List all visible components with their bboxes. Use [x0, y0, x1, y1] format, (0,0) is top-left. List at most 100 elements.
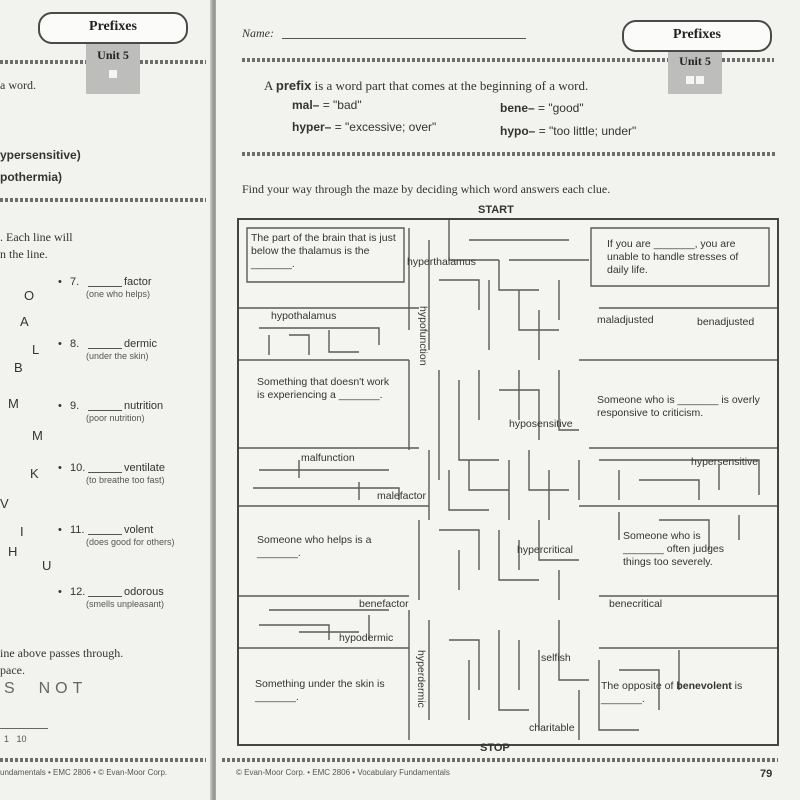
letter: A [20, 314, 29, 329]
right-unit-tab: Unit 5 [668, 52, 722, 94]
prefix-term: hyper– [292, 120, 332, 134]
maze-word-benadjusted[interactable]: benadjusted [697, 316, 755, 328]
bullet-icon: • [58, 462, 62, 474]
letter: B [14, 360, 23, 375]
name-input[interactable] [282, 38, 526, 39]
clue-8-post: is _______. [601, 680, 743, 705]
item-hint: (under the skin) [86, 351, 149, 361]
item-number: 12. [70, 586, 86, 598]
prefix-term: mal– [292, 98, 320, 112]
definition-pre: A [264, 78, 273, 93]
name-label: Name: [242, 26, 274, 40]
left-bottom-line: pace. [0, 663, 25, 677]
right-unit-label: Unit 5 [679, 54, 711, 68]
bullet-icon: • [58, 338, 62, 350]
item-number: 7. [70, 276, 80, 288]
letter: M [8, 396, 19, 411]
item-number: 11. [70, 524, 85, 536]
maze-word-hyposensitive[interactable]: hyposensitive [509, 418, 573, 430]
item-hint: (does good for others) [86, 537, 175, 547]
left-footer: undamentals • EMC 2806 • © Evan-Moor Cor… [0, 768, 168, 777]
prefix-entry: hypo– = "too little; under" [500, 124, 636, 138]
clue-2: If you are _______, you are unable to ha… [607, 238, 739, 276]
left-title: Prefixes [89, 19, 137, 34]
maze-word-hypersensitive[interactable]: hypersensitive [691, 456, 759, 468]
clue-6: Someone who is _______ often judges thin… [623, 530, 725, 568]
clue-5: Someone who helps is a _______. [257, 534, 372, 559]
answer-blank[interactable] [88, 286, 122, 287]
right-title-pill: Prefixes [622, 20, 772, 52]
left-instruction-line: n the line. [0, 247, 48, 261]
answer-blank[interactable] [88, 534, 122, 535]
item-stem: factor [124, 276, 152, 288]
letter: H [8, 544, 18, 559]
maze-word-maladjusted[interactable]: maladjusted [597, 314, 654, 326]
maze-word-selfish[interactable]: selfish [541, 652, 571, 664]
maze-word-hyperdermic[interactable]: hyperdermic [415, 650, 427, 708]
answer-blank[interactable] [88, 596, 122, 597]
handwritten-answer: S NOT [4, 680, 88, 697]
letter: K [30, 466, 39, 481]
maze-word-hypercritical[interactable]: hypercritical [517, 544, 574, 556]
right-footer: © Evan-Moor Corp. • EMC 2806 • Vocabular… [236, 768, 450, 777]
left-divider [140, 60, 206, 64]
maze-word-malfunction[interactable]: malfunction [301, 452, 355, 464]
item-number: 8. [70, 338, 80, 350]
item-hint: (to breathe too fast) [86, 475, 165, 485]
definition-term: prefix [275, 78, 312, 93]
item-stem: nutrition [124, 400, 164, 412]
prefix-entry: bene– = "good" [500, 101, 584, 115]
answer-blank[interactable] [0, 728, 48, 729]
left-divider [0, 758, 206, 762]
blank-numbers: 1 10 [4, 734, 27, 744]
left-intro-fragment: a word. [0, 78, 36, 92]
left-answer-fragment: ypersensitive) [0, 148, 81, 162]
left-unit-label: Unit 5 [97, 48, 129, 62]
left-answer-fragment: pothermia) [0, 170, 63, 184]
maze-word-benecritical[interactable]: benecritical [609, 598, 663, 610]
maze-word-hypodermic[interactable]: hypodermic [339, 632, 394, 644]
prefix-term: hypo– [500, 124, 536, 138]
clue-8-pre: The opposite of [601, 680, 674, 692]
left-instruction-line: . Each line will [0, 230, 73, 244]
answer-blank[interactable] [88, 472, 122, 473]
maze-word-hypothalamus[interactable]: hypothalamus [271, 310, 337, 322]
clue-8-bold: benevolent [676, 680, 732, 692]
right-divider [242, 58, 668, 62]
unit-square-icon [696, 76, 704, 84]
maze-stop-label: STOP [480, 742, 510, 754]
item-stem: ventilate [124, 462, 165, 474]
maze-word-charitable[interactable]: charitable [529, 722, 575, 734]
maze-word-hyperthalamus[interactable]: hyperthalamus [407, 256, 476, 268]
definition-text: is a word part that comes at the beginni… [314, 78, 589, 93]
item-stem: odorous [124, 586, 164, 598]
maze-word-hypofunction[interactable]: hypofunction [417, 306, 429, 366]
letter: U [42, 558, 52, 573]
book-gutter [210, 0, 218, 800]
left-unit-tab: Unit 5 [86, 44, 140, 94]
item-hint: (poor nutrition) [86, 413, 145, 423]
unit-square-icon [109, 70, 117, 78]
clue-7: Something under the skin is _______. [255, 678, 385, 703]
letter: L [32, 342, 40, 357]
left-page: Prefixes Unit 5 a word. ypersensitive) p… [0, 0, 212, 800]
item-number: 9. [70, 400, 80, 412]
prefix-entry: mal– = "bad" [292, 98, 362, 112]
prefix-term: bene– [500, 101, 535, 115]
maze-word-benefactor[interactable]: benefactor [359, 598, 409, 610]
unit-square-icon [686, 76, 694, 84]
answer-blank[interactable] [88, 410, 122, 411]
prefix-definition: A prefix is a word part that comes at th… [264, 78, 588, 94]
prefix-meaning: = "bad" [322, 98, 362, 112]
answer-blank[interactable] [88, 348, 122, 349]
bullet-icon: • [58, 276, 62, 288]
maze-word-malefactor[interactable]: malefactor [377, 490, 427, 502]
prefix-entry: hyper– = "excessive; over" [292, 120, 436, 134]
item-number: 10. [70, 462, 86, 474]
letter: O [24, 288, 35, 303]
clue-1: The part of the brain that is just below… [251, 232, 396, 270]
item-stem: volent [124, 524, 154, 536]
bullet-icon: • [58, 524, 62, 536]
right-divider [222, 758, 778, 762]
right-divider [722, 58, 774, 62]
